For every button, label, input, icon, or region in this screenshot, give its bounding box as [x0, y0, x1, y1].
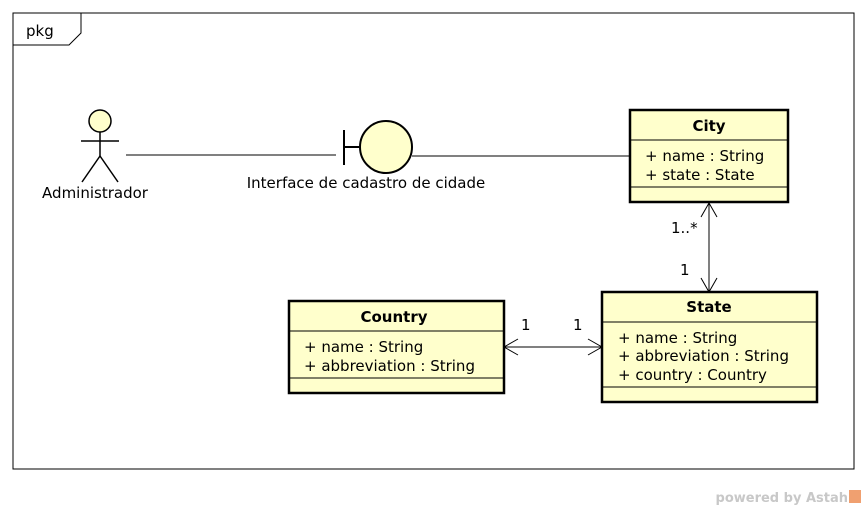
class-country[interactable]: Country + name : String + abbreviation :… [287, 299, 506, 395]
class-name: City [692, 117, 725, 135]
boundary-name: Interface de cadastro de cidade [247, 174, 485, 192]
class-name: State [686, 298, 731, 316]
astah-watermark: powered by Astah [716, 490, 861, 506]
class-city[interactable]: City + name : String + state : State [628, 108, 790, 204]
class-attribute: + abbreviation : String [304, 357, 475, 375]
actor-name: Administrador [42, 184, 149, 202]
frame-label: pkg [26, 22, 54, 40]
multiplicity-label: 1 [521, 316, 531, 334]
class-attribute: + name : String [645, 147, 764, 165]
astah-logo-icon [849, 490, 861, 503]
class-attribute: + abbreviation : String [618, 347, 789, 365]
class-attribute: + country : Country [618, 366, 767, 384]
class-attribute: + name : String [618, 329, 737, 347]
package-frame: pkg [12, 12, 855, 470]
class-attribute: + name : String [304, 338, 423, 356]
class-attribute: + state : State [645, 166, 755, 184]
association-city-state: 1..* 1 [671, 201, 718, 294]
watermark-text: powered by Astah [716, 491, 848, 506]
boundary-interface[interactable]: Interface de cadastro de cidade [247, 120, 485, 192]
multiplicity-label: 1 [680, 261, 690, 279]
class-state[interactable]: State + name : String + abbreviation : S… [600, 290, 819, 404]
class-name: Country [360, 308, 427, 326]
multiplicity-label: 1 [573, 316, 583, 334]
multiplicity-label: 1..* [671, 219, 698, 237]
association-country-state: 1 1 [502, 316, 604, 356]
actor-administrador[interactable]: Administrador [42, 109, 149, 202]
